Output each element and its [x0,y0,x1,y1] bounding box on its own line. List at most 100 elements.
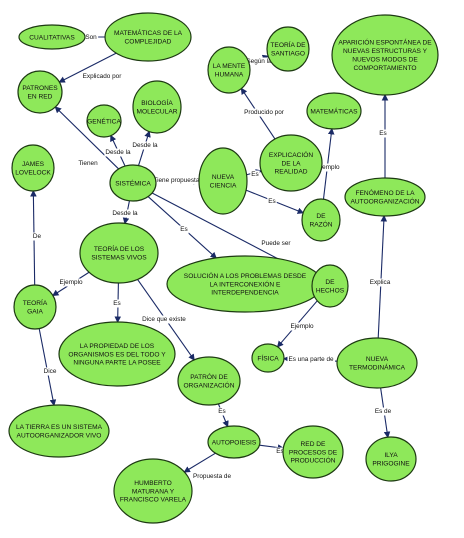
edge-line [58,52,117,83]
edge-label-sistemica-to-nueva_ciencia: Tiene propuestas [152,176,204,185]
edge-label-autopoiesis-to-humberto: Propuesta de [191,472,233,481]
node-label-line: FRANCISCO VARELA [120,497,187,504]
node-ellipse [104,12,192,62]
node-label-line: FÍSICA [257,353,279,362]
edge-label-background [112,299,122,308]
edge-label-background [81,72,124,81]
edge-label-text: Ejemplo [59,279,83,286]
edge-label-background [77,159,100,168]
edge-label-text: Ejemplo [316,164,340,171]
edge-label-text: Desde la [132,142,158,149]
node-label-line: PATRONES [22,85,58,92]
node-fisica[interactable]: FÍSICA [251,343,285,373]
node-ellipse [336,337,418,389]
node-patrones-red[interactable]: PATRONES EN RED [17,70,63,114]
node-ellipse [58,321,176,387]
node-label-line: JAMES [22,161,45,168]
edge-label-teoria_sistemas-to-propiedad: Es [112,299,122,308]
node-label-line: DE [325,279,335,286]
node-teoria-gaia[interactable]: TEORÍA GAIA [13,284,57,330]
edge-label-background [84,33,99,42]
node-label-line: RAZÓN [309,220,332,229]
node-label-line: HUMANA [215,72,244,79]
edge-label-text: Dice [44,368,57,375]
edge-nueva_termo-to-fenomeno [377,214,388,339]
edge-label-background [250,170,260,179]
node-label-line: LA TIERRA ES UN SISTEMA [16,424,103,431]
edge-label-sistemica-to-genetica: Desde la [104,148,133,157]
edge-label-text: Dice que existe [142,316,186,323]
node-hechos[interactable]: DE HECHOS [311,264,349,308]
edge-label-text: Desde la [112,210,138,217]
edge-label-hechos-to-fisica: Ejemplo [289,322,315,331]
node-ellipse [207,46,251,94]
node-label-line: NUEVA [212,174,235,181]
node-label-line: HECHOS [316,288,345,295]
node-label-line: TEORÍA [23,298,48,307]
edge-label-text: Ejemplo [290,323,314,330]
node-label-line: EN RED [28,94,53,101]
node-ellipse [311,264,349,308]
edge-label-background [260,239,293,248]
node-label-line: HUMBERTO [134,480,172,487]
node-ellipse [109,164,157,202]
edge-label-text: Explicado por [83,73,123,80]
node-label-line: LOVELOCK [15,170,51,177]
node-autopoiesis[interactable]: AUTOPOIESIS [207,425,261,459]
node-label-line: FENÓMENO DE LA [356,188,416,197]
node-ellipse [86,104,122,138]
node-sistemica[interactable]: SISTÉMICA [109,164,157,202]
node-label-line: AUTOORGANIZACIÓN [350,197,419,206]
node-james-lovelock[interactable]: JAMES LOVELOCK [11,144,55,192]
node-ellipse [266,26,310,72]
edge-label-sistemica-to-hechos: Puede ser [260,239,293,248]
edge-label-nueva_ciencia-to-explicacion_realidad: Es [250,170,260,179]
node-cualitativas[interactable]: CUALITATIVAS [18,24,86,50]
edge-label-background [42,367,58,376]
edge-label-background [378,129,388,138]
nodes-layer: CUALITATIVAS MATEMÁTICAS DE LACOMPLEJIDAD… [8,12,439,524]
edge-label-background [275,447,285,456]
edge-label-background [58,278,84,287]
node-label-line: GAIA [27,309,43,316]
edge-line [377,214,388,339]
node-label-line: MOLECULAR [136,109,177,116]
edge-label-background [243,108,286,117]
edge-label-text: Es [379,130,386,137]
node-ellipse [301,198,341,242]
node-genetica[interactable]: GENÉTICA [86,104,122,138]
node-ellipse [251,343,285,373]
edge-label-teoria_sistemas-to-teoria_gaia: Ejemplo [58,278,84,287]
node-label-line: LA INTERCONEXIÓN E [210,279,281,288]
edge-label-text: Es de [375,408,392,415]
node-label-line: SANTIAGO [271,51,305,58]
node-label-line: COMPLEJIDAD [125,39,172,46]
node-ellipse [11,144,55,192]
edge-label-background [217,407,227,416]
node-matematicas[interactable]: MATEMÁTICAS [306,92,362,130]
node-label-line: MATURANA Y [132,488,175,495]
edge-label-text: Es [180,226,187,233]
node-ellipse [344,177,426,217]
edge-label-background [152,176,204,185]
edge-label-text: Explica [370,279,391,286]
edge-label-text: Desde la [105,149,131,156]
